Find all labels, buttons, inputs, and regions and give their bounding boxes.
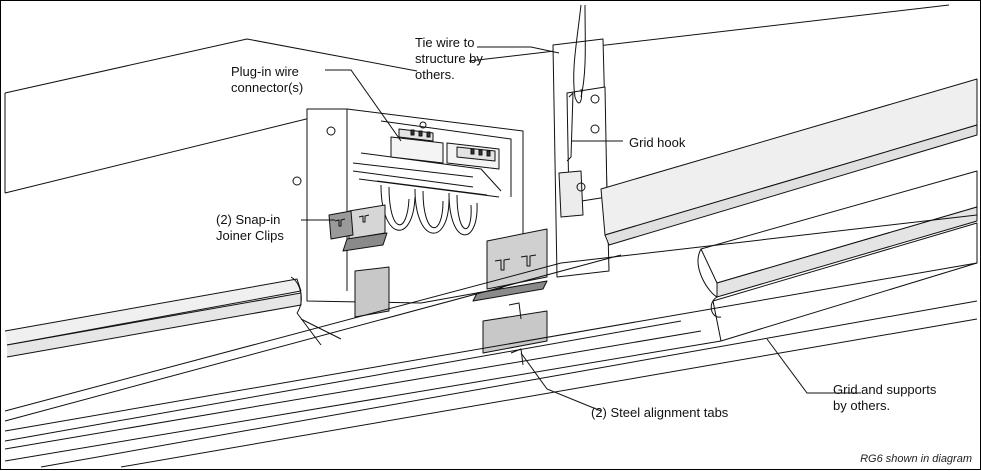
grid-hook-callout: Grid hook [629, 135, 686, 150]
tie-wire-callout: Tie wire to structure by others. [415, 35, 483, 82]
alignment-tabs-callout: (2) Steel alignment tabs [591, 405, 729, 420]
housing-top-face [4, 4, 950, 194]
snap-in-clips-callout: (2) Snap-in Joiner Clips [216, 212, 284, 243]
snap-in-clips [328, 204, 548, 302]
floor-rails [4, 214, 978, 468]
grid-supports-callout: Grid and supports by others. [833, 382, 937, 413]
grid-rails [600, 78, 978, 342]
suspension-plate [552, 38, 610, 278]
plug-in-connectors-callout: Plug-in wire connector(s) [231, 64, 304, 95]
alignment-tabs-art [354, 266, 548, 366]
plug-in-connectors [390, 128, 500, 170]
tie-wire [573, 4, 586, 104]
wire-loops [376, 180, 488, 236]
leader-lines [301, 46, 861, 412]
left-housing-channel [4, 276, 342, 358]
footer-note: RG6 shown in diagram [860, 453, 972, 465]
